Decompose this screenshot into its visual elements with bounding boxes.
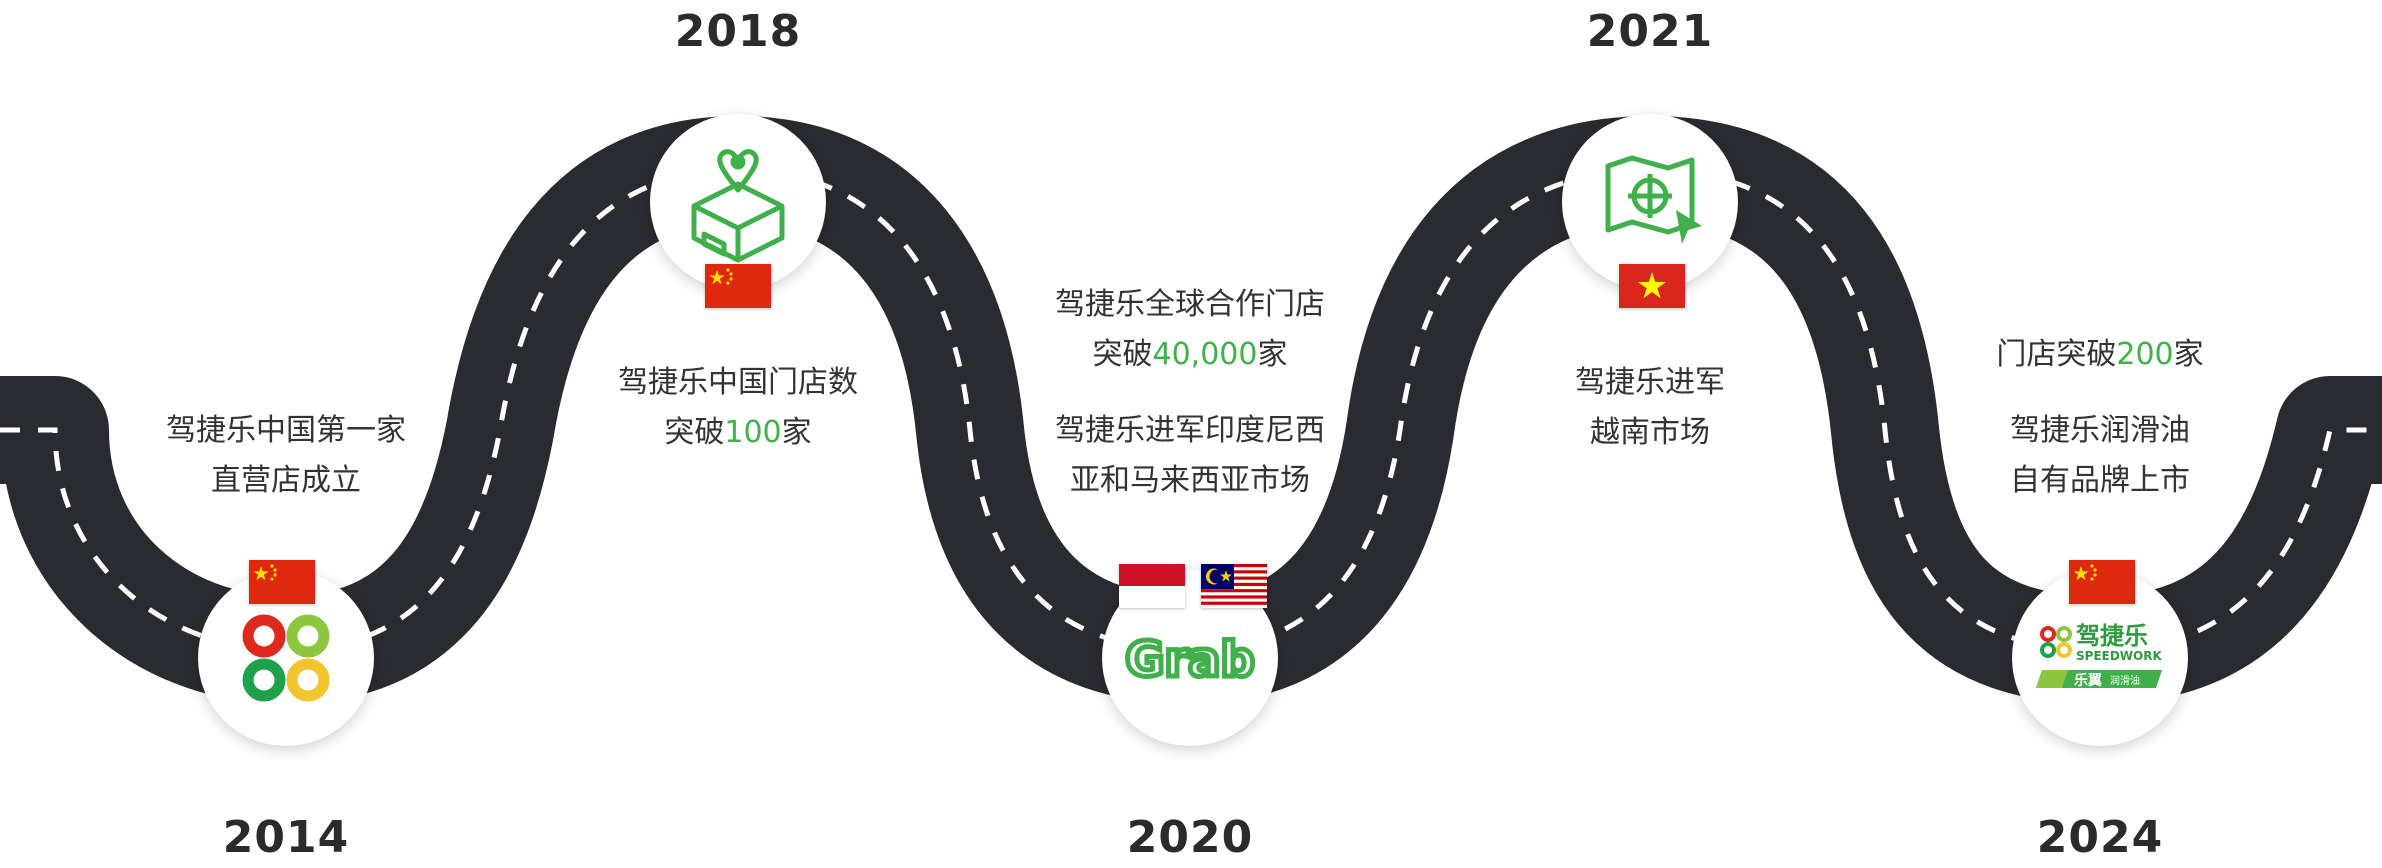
grab-logo-icon: Grab [1123,630,1258,691]
indonesia-flag-icon [1119,564,1185,608]
china-flag-icon [2069,560,2135,604]
milestone-node-2018 [650,114,826,290]
highlight-200: 200 [2116,337,2174,372]
year-2024: 2024 [2036,812,2164,863]
svg-text:Grab: Grab [1125,632,1255,688]
milestone-2021-line1: 驾捷乐进军 [1575,365,1725,400]
map-target-cursor-icon [1605,155,1702,244]
year-2021: 2021 [1586,6,1714,57]
svg-text:驾捷乐: 驾捷乐 [2076,622,2148,650]
milestone-2021-line2: 越南市场 [1590,415,1710,450]
milestone-text-2018: 驾捷乐中国门店数 突破100家 [618,358,858,458]
speedwork-logo-icon: 驾捷乐 SPEEDWORK 乐翼 润滑油 [2036,622,2162,689]
milestone-2020-line3: 驾捷乐进军印度尼西 [1055,413,1325,448]
year-2018: 2018 [674,6,802,57]
milestone-2020-line2: 突破40,000家 [1092,337,1288,372]
svg-text:润滑油: 润滑油 [2110,674,2140,687]
milestone-node-2021 [1562,114,1738,290]
milestone-2014-line2: 直营店成立 [211,463,361,498]
four-rings-logo-icon [242,614,330,702]
highlight-40000: 40,000 [1152,337,1258,372]
milestone-2024-line2: 驾捷乐润滑油 [2009,413,2190,448]
milestone-2014-line1: 驾捷乐中国第一家 [166,413,406,448]
milestone-node-2014 [198,570,374,746]
milestone-2020-line1: 驾捷乐全球合作门店 [1055,287,1325,322]
store-location-box-icon [691,149,785,263]
milestone-text-2020: 驾捷乐全球合作门店 突破40,000家 驾捷乐进军印度尼西 亚和马来西亚市场 [1055,280,1325,506]
china-flag-icon [249,560,315,604]
china-flag-icon [705,264,771,308]
milestone-text-2024: 门店突破200家 驾捷乐润滑油 自有品牌上市 [1996,330,2203,506]
vietnam-flag-icon [1619,264,1685,308]
svg-text:SPEEDWORK: SPEEDWORK [2076,649,2162,663]
milestone-2018-line2: 突破100家 [664,415,812,450]
milestone-text-2014: 驾捷乐中国第一家 直营店成立 [166,406,406,506]
milestone-2018-line1: 驾捷乐中国门店数 [618,365,858,400]
milestone-text-2021: 驾捷乐进军 越南市场 [1575,358,1725,458]
milestone-2024-line3: 自有品牌上市 [2009,463,2190,498]
highlight-100: 100 [724,415,782,450]
year-2014: 2014 [222,812,350,863]
svg-text:乐翼: 乐翼 [2074,672,2102,689]
malaysia-flag-icon [1201,564,1267,608]
year-2020: 2020 [1126,812,1254,863]
milestone-2020-line4: 亚和马来西亚市场 [1070,463,1310,498]
milestone-2024-line1: 门店突破200家 [1996,337,2204,372]
